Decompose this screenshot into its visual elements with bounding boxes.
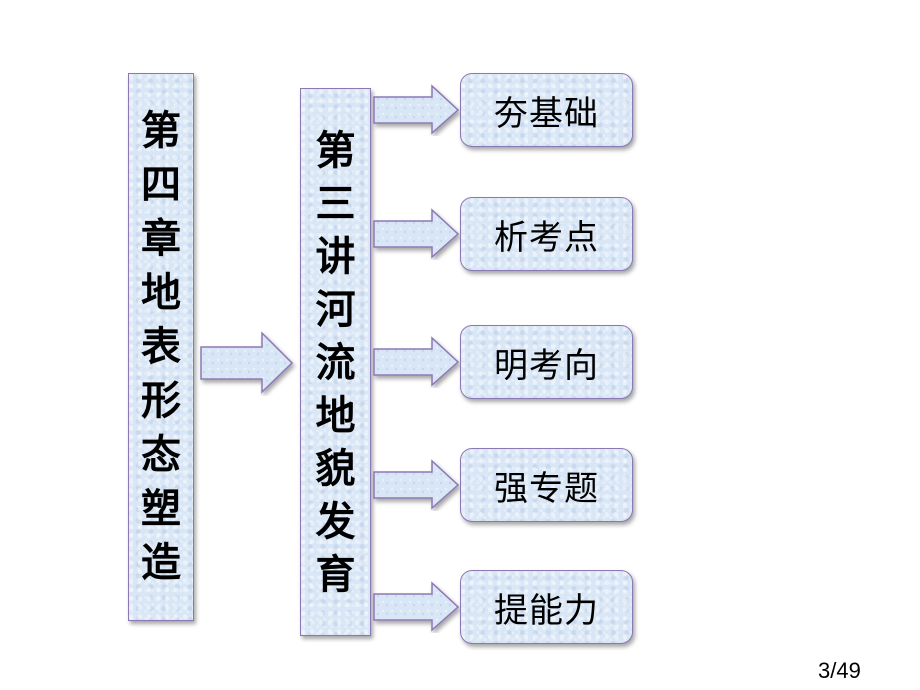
lecture-title-char: 地	[315, 391, 356, 439]
lecture-title-char: 第	[315, 126, 356, 174]
arrow-right-icon	[373, 581, 460, 632]
section-button-analyze-points[interactable]: 析考点	[460, 197, 633, 271]
arrow-right-icon	[373, 336, 460, 387]
lecture-title-char: 育	[315, 550, 356, 598]
section-label: 夯基础	[494, 93, 599, 134]
chapter-title-char: 地	[141, 269, 181, 316]
chapter-title-char: 形	[141, 377, 181, 424]
arrow-right-icon	[373, 84, 460, 135]
chapter-title-char: 第	[141, 107, 181, 154]
chapter-title-char: 塑	[141, 485, 181, 532]
chapter-title-char: 章	[141, 215, 181, 262]
section-label: 提能力	[494, 590, 599, 631]
lecture-title-char: 讲	[315, 232, 356, 280]
page-indicator: 3/49	[818, 658, 861, 683]
lecture-title-char: 发	[315, 497, 356, 545]
chapter-title-char: 造	[141, 539, 181, 586]
section-button-improve-ability[interactable]: 提能力	[460, 570, 633, 644]
section-button-exam-direction[interactable]: 明考向	[460, 325, 633, 399]
section-label: 明考向	[494, 345, 599, 386]
lecture-title-char: 貌	[315, 444, 356, 492]
section-label: 析考点	[494, 217, 599, 258]
chapter-title-char: 表	[141, 323, 181, 370]
arrow-right-icon	[373, 208, 460, 259]
lecture-title-box: 第 三 讲 河 流 地 貌 发 育	[300, 88, 371, 636]
lecture-title-char: 流	[315, 338, 356, 386]
lecture-title-char: 三	[315, 179, 356, 227]
arrow-right-icon	[200, 331, 294, 394]
chapter-title-box: 第 四 章 地 表 形 态 塑 造	[128, 73, 194, 621]
section-label: 强专题	[494, 468, 599, 509]
section-button-special-topics[interactable]: 强专题	[460, 448, 633, 522]
chapter-title-char: 态	[141, 431, 181, 478]
chapter-title-char: 四	[141, 161, 181, 208]
arrow-right-icon	[373, 459, 460, 510]
lecture-title-char: 河	[315, 285, 356, 333]
section-button-foundation[interactable]: 夯基础	[460, 73, 633, 147]
